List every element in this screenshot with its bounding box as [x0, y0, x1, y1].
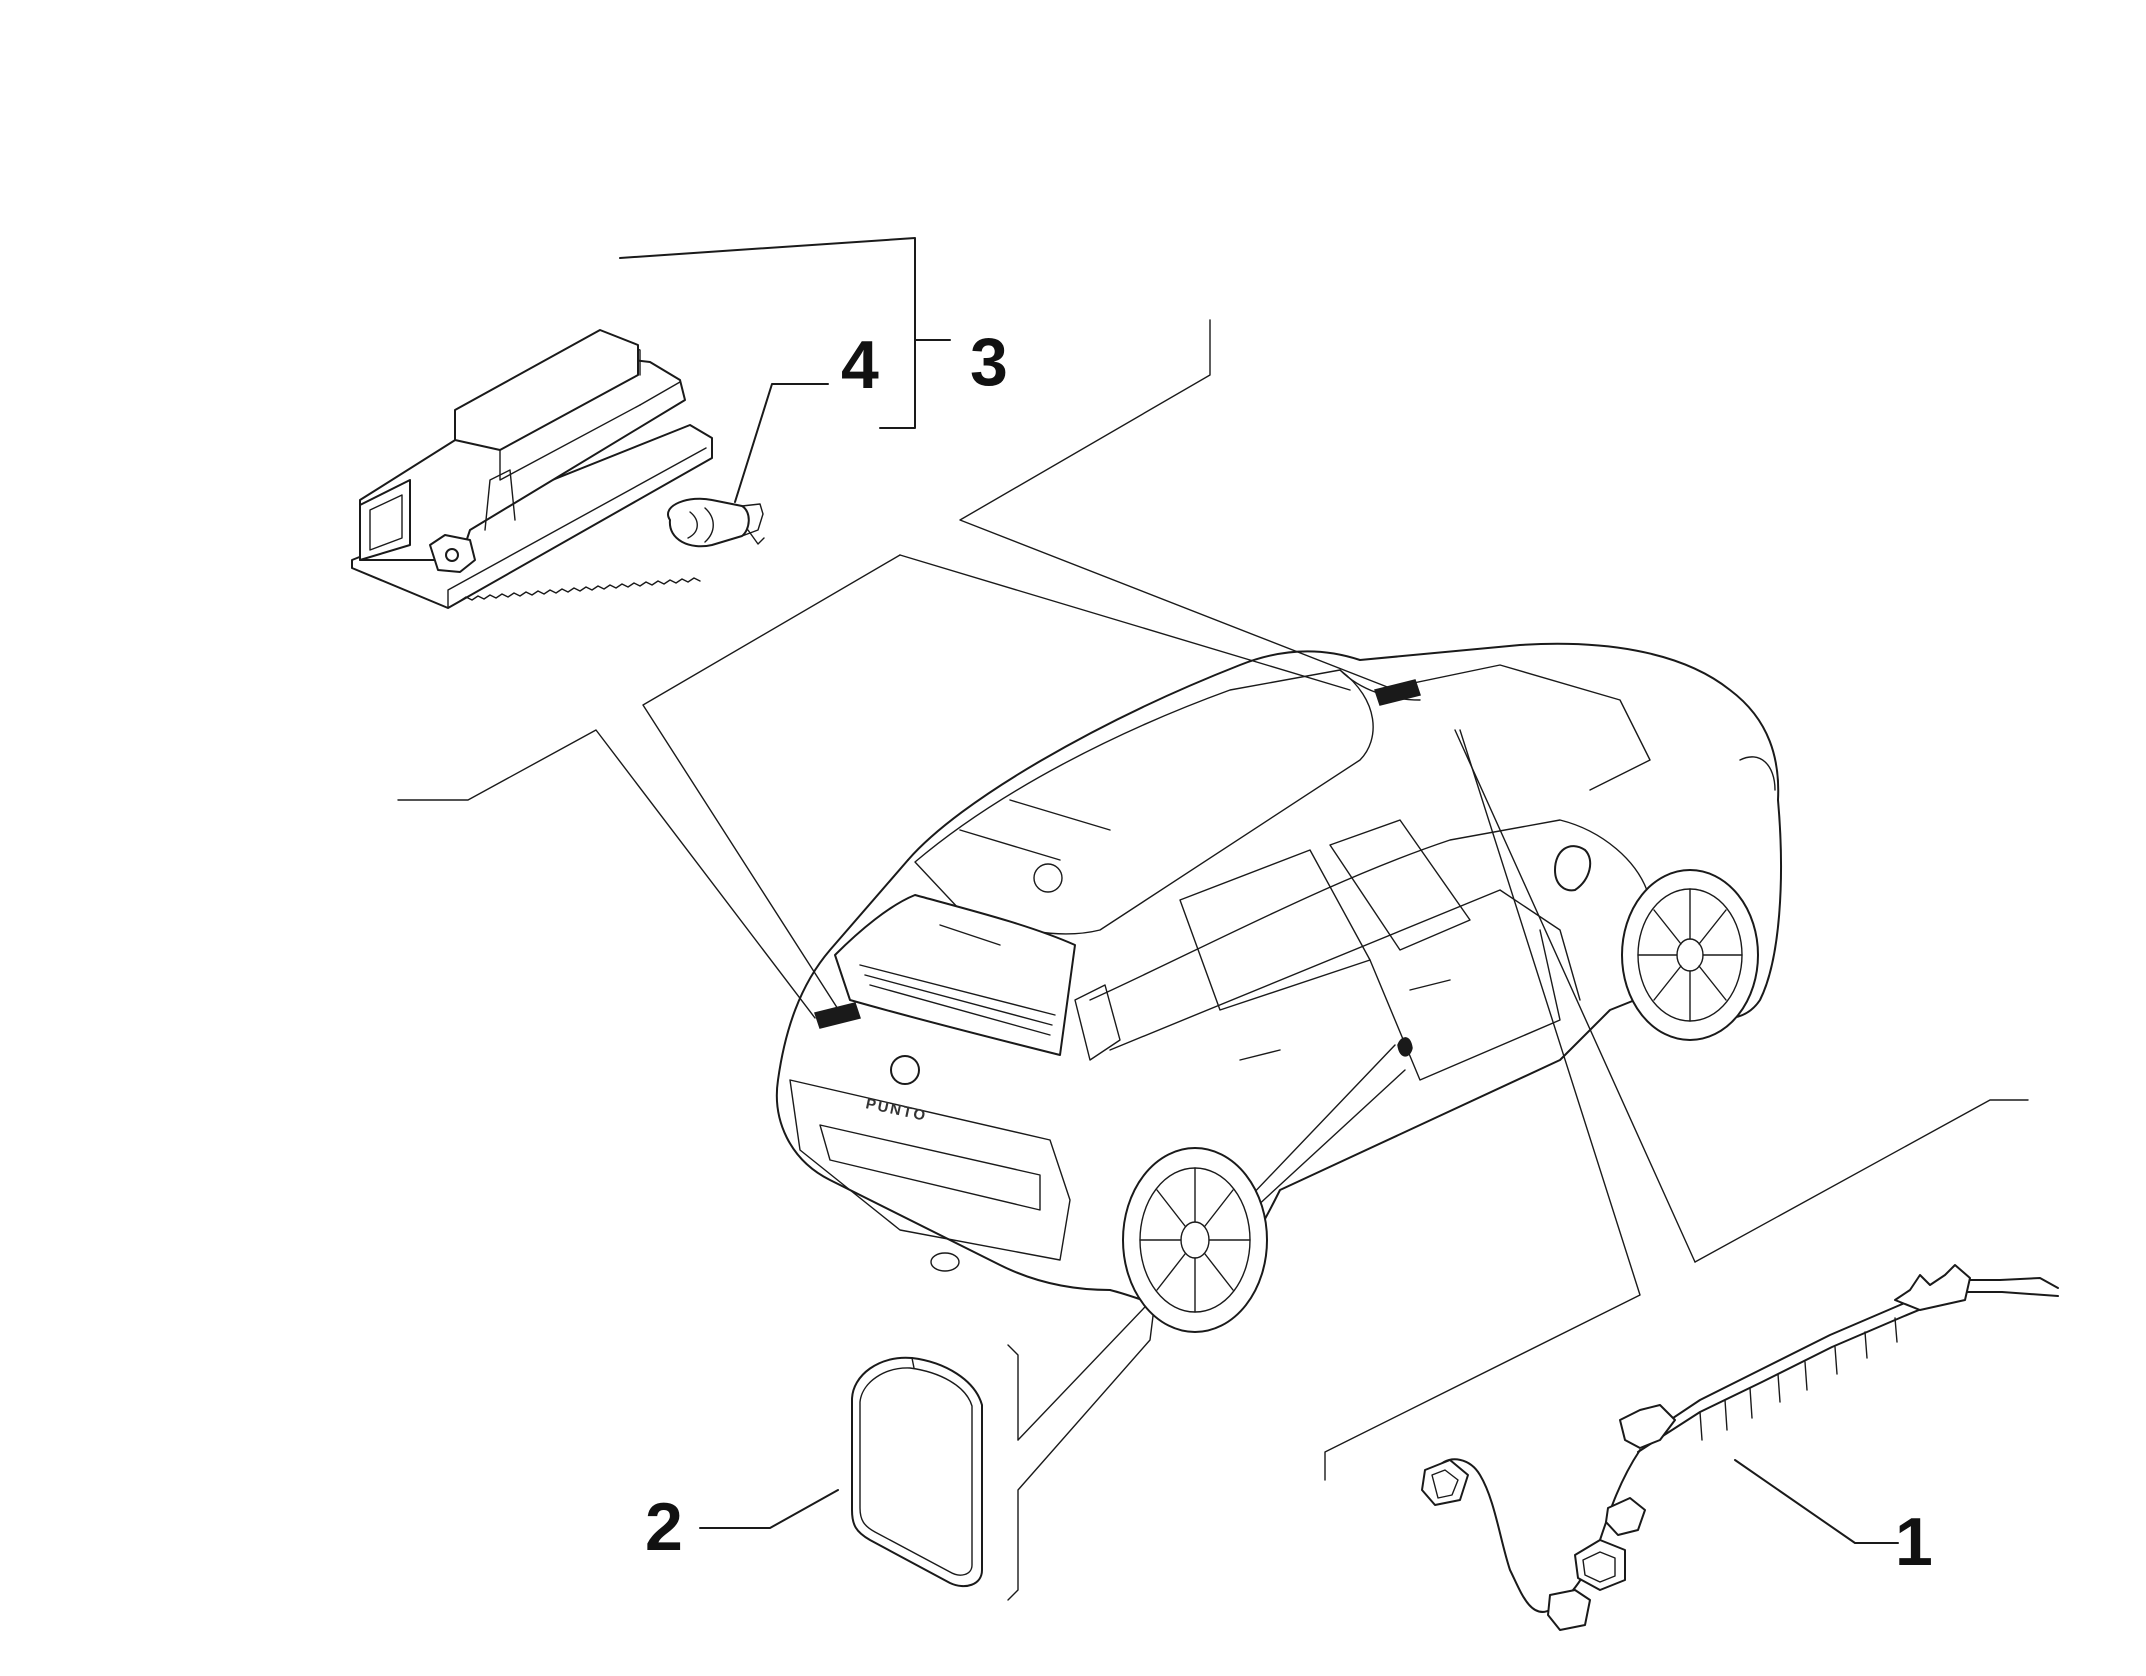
vehicle-illustration: PUNTO [775, 642, 1782, 1333]
wiring-harness-illustration [1421, 1264, 2059, 1631]
rear-wheel [1122, 1147, 1268, 1333]
callout-4: 4 [841, 327, 879, 403]
lens-cover-illustration [851, 1356, 983, 1588]
lamp-housing-illustration [351, 329, 713, 609]
vehicle-badge-text: PUNTO [864, 1095, 928, 1125]
callout-labels: 4 3 2 1 [645, 324, 1933, 1580]
callout-2: 2 [645, 1489, 683, 1565]
callout-1: 1 [1895, 1504, 1933, 1580]
bulb-illustration [667, 497, 765, 548]
callout-3: 3 [970, 324, 1008, 400]
front-wheel [1621, 869, 1759, 1041]
leader-lines [397, 237, 2029, 1601]
